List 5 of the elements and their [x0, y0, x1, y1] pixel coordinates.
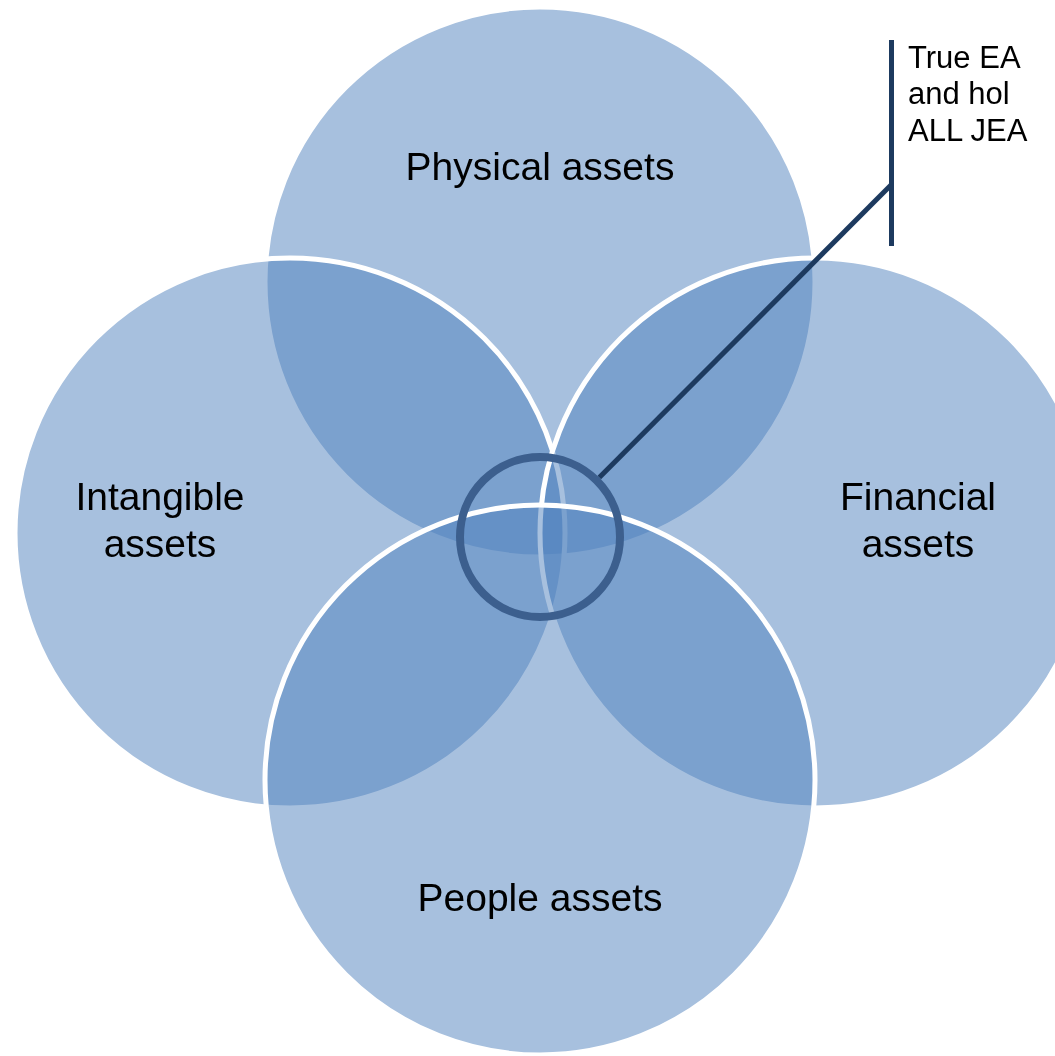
- circle-label: People assets: [416, 874, 664, 921]
- circle-label: Financial assets: [838, 474, 998, 567]
- callout-text: True EA and hol ALL JEA: [908, 40, 1029, 149]
- circle-label: Intangible assets: [74, 474, 246, 567]
- circle-label: Physical assets: [404, 143, 676, 190]
